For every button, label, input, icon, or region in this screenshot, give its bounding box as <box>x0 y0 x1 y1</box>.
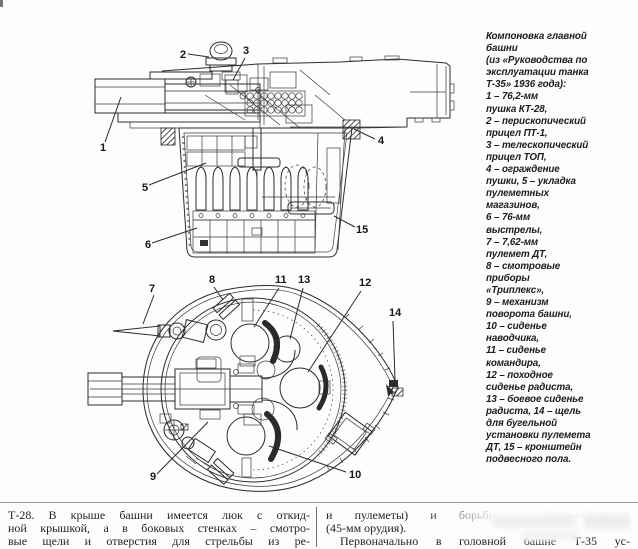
print-smudge <box>584 514 630 529</box>
callout-7: 7 <box>149 283 155 295</box>
turret-roof-and-bustle <box>161 55 455 129</box>
turret-diagrams: 1 2 3 4 5 6 15 <box>87 41 455 492</box>
callout-1: 1 <box>100 142 106 154</box>
side-view-callouts: 1 2 3 4 5 6 15 <box>100 45 385 251</box>
triplex-device-top <box>212 292 241 321</box>
callout-4: 4 <box>378 135 385 147</box>
callout-12: 12 <box>359 277 371 289</box>
callout-13: 13 <box>298 274 310 286</box>
figure-caption: Компоновка главной башни (из «Руководств… <box>486 31 591 466</box>
callout-3: 3 <box>243 45 249 57</box>
callout-6: 6 <box>145 239 151 251</box>
body-text-left-column: Т-28. В крыше башни имеется люк с откид-… <box>8 508 310 549</box>
dt-machine-gun <box>112 319 227 343</box>
callout-5: 5 <box>142 182 148 194</box>
callout-11: 11 <box>275 274 287 286</box>
column-divider <box>316 507 317 547</box>
callout-2: 2 <box>180 49 186 61</box>
scan-artifact <box>0 0 3 7</box>
callout-15: 15 <box>356 224 368 236</box>
side-view-diagram: 1 2 3 4 5 6 15 <box>94 41 455 258</box>
plan-view-diagram: 7 8 9 10 11 12 13 14 <box>87 274 404 492</box>
callout-10: 10 <box>349 469 361 481</box>
body-text-line: ной крышкой, а в боковых стенках – смотр… <box>8 521 310 536</box>
main-gun-plan <box>87 349 298 431</box>
triplex-device-bottom <box>206 457 235 486</box>
print-smudge <box>520 531 578 541</box>
mg-drum-rack <box>244 90 306 117</box>
callout-9: 9 <box>150 471 156 483</box>
gun-barrel <box>94 71 261 129</box>
callout-8: 8 <box>209 274 215 286</box>
stowage-box <box>324 411 376 456</box>
body-text-line: (45-мм орудия). <box>326 521 407 536</box>
shell-rack <box>192 166 316 254</box>
print-smudge <box>492 515 576 528</box>
bugel-slot <box>386 380 404 397</box>
telescopic-sight <box>221 71 241 95</box>
traverse-mechanism <box>159 413 217 467</box>
footer-divider-rule <box>0 502 638 503</box>
body-text-line: Т-28. В крыше башни имеется люк с откид- <box>8 508 310 522</box>
body-text-line: вые щели и отверстия для стрельбы из ре- <box>8 534 310 549</box>
periscope <box>205 41 237 72</box>
plan-view-callouts: 7 8 9 10 11 12 13 14 <box>142 274 402 483</box>
callout-14: 14 <box>389 307 402 319</box>
crew-seats <box>226 320 329 462</box>
turret-basket <box>178 127 353 258</box>
